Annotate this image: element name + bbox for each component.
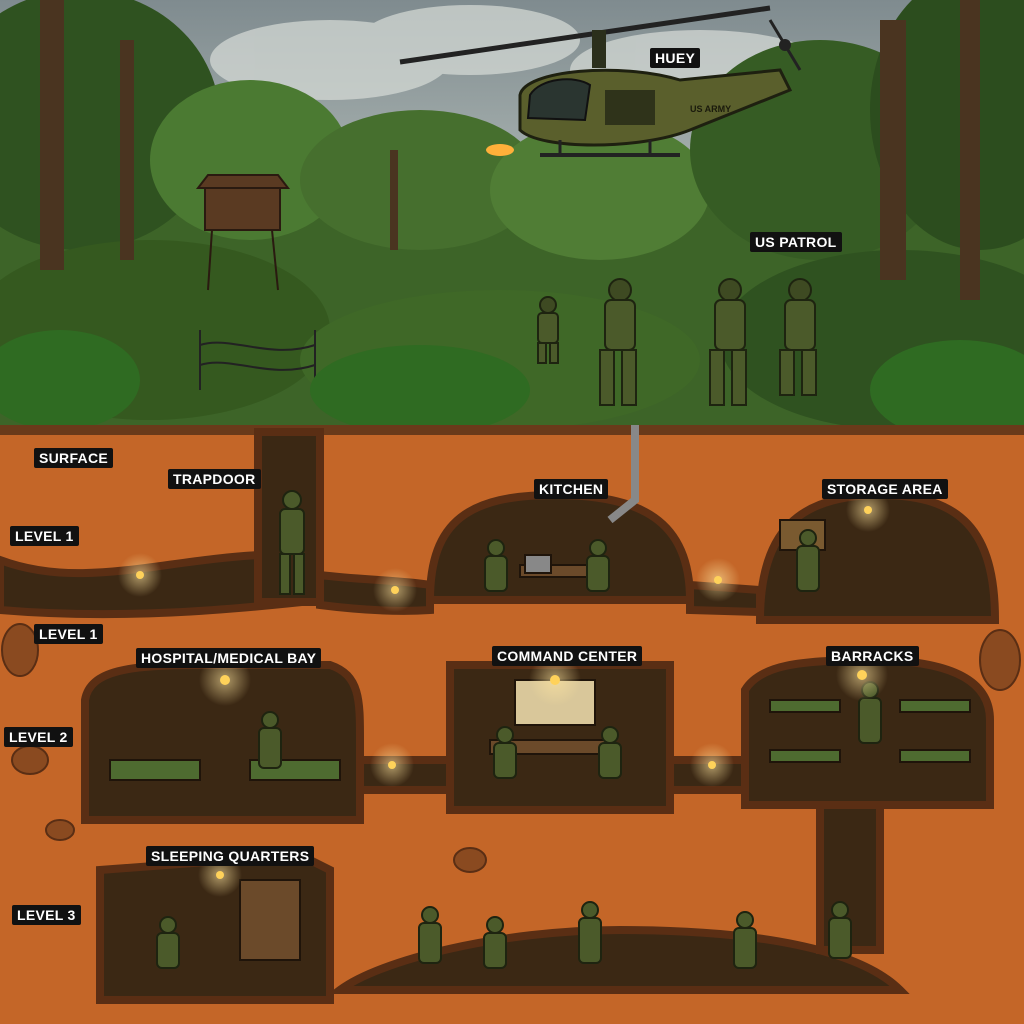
huey-helicopter: US ARMY [399,5,802,157]
watchtower [195,174,291,291]
label-level-1-upper: LEVEL 1 [10,526,79,546]
label-kitchen: KITCHEN [534,479,609,499]
label-surface: SURFACE [34,448,113,468]
label-trapdoor: TRAPDOOR [168,469,261,489]
label-hospital: HOSPITAL/MEDICAL BAY [136,648,322,668]
label-sleeping-quarters: SLEEPING QUARTERS [146,846,315,866]
tunnel-soldiers [156,490,882,969]
label-us-patrol: US PATROL [750,232,842,252]
us-patrol-soldiers [537,278,817,406]
label-storage-area: STORAGE AREA [822,479,948,499]
label-huey: HUEY [650,48,701,68]
soil-rocks [1,623,1021,873]
foreground-ferns [0,330,1024,440]
tree-trunks [40,0,980,300]
vent-pipe [607,425,639,524]
label-level-2: LEVEL 2 [4,727,73,747]
label-barracks: BARRACKS [826,646,919,666]
label-command-center: COMMAND CENTER [492,646,643,666]
label-level-3: LEVEL 3 [12,905,81,925]
label-level-1-lower: LEVEL 1 [34,624,103,644]
helicopter-marking: US ARMY [690,104,731,114]
